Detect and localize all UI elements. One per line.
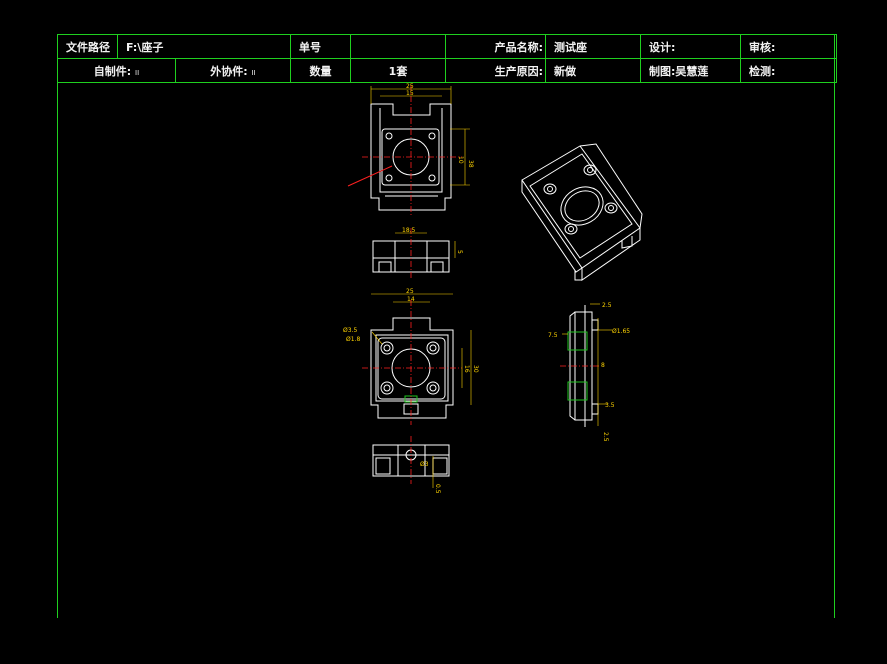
inhouse-part: 自制件: II	[57, 58, 176, 83]
bottom-front-outline	[372, 444, 450, 477]
drafter-label: 制图:	[649, 64, 676, 78]
side-view-dim-top: 2.5	[602, 302, 612, 309]
top-view-hole-br	[428, 174, 436, 182]
bottom-view-hole-br-inner	[429, 384, 437, 392]
inhouse-part-value: II	[135, 68, 140, 77]
center-lines	[362, 85, 600, 484]
top-view-hole-bl	[385, 174, 393, 182]
side-view-lip	[569, 311, 576, 421]
side-view-dim-hole: Ø1.65	[612, 328, 630, 335]
iso-hole-1-inner	[547, 186, 553, 192]
bottom-view-outline	[370, 317, 454, 419]
side-view-dim-bottom: 2.5	[602, 432, 609, 442]
bottom-view-pocket	[377, 337, 446, 400]
dimension-lines	[370, 86, 612, 488]
bottom-view-hole-tr	[426, 341, 440, 355]
bottom-view-dim-14: 14	[407, 296, 415, 303]
iso-hole-2	[583, 164, 597, 176]
inspection-label: 检测:	[740, 58, 837, 83]
iso-front-face	[581, 228, 641, 281]
iso-hole-1	[543, 183, 557, 195]
top-view-dim-38: 38	[467, 160, 474, 168]
dimension-labels: 25 15 38 10 18.5 5 25 14 Ø3.5 Ø1.8 30 16…	[343, 83, 630, 494]
top-view-dim-10: 10	[457, 156, 464, 164]
bottom-view-hole-bl-inner	[383, 384, 391, 392]
iso-hole-2-inner	[587, 167, 593, 173]
bottom-view-hole-br	[426, 381, 440, 395]
drafter: 制图:吴慧莲	[640, 58, 741, 83]
order-number-value	[350, 34, 446, 59]
iso-center-bore	[560, 186, 604, 226]
bottom-front-foot-left	[375, 457, 391, 475]
side-view-dim-left: 7.5	[548, 332, 558, 339]
quantity-value: 1套	[350, 58, 446, 83]
bottom-front-dim-height: 0.5	[434, 484, 441, 494]
designer-label: 设计:	[640, 34, 741, 59]
iso-top-face	[521, 145, 641, 269]
side-hidden-lower	[567, 381, 588, 401]
outsourced-part: 外协件: II	[175, 58, 291, 83]
isometric-view	[521, 143, 643, 281]
top-view-hole-tr	[428, 132, 436, 140]
leader-line	[347, 165, 393, 187]
bottom-view-hole-tl	[380, 341, 394, 355]
bottom-view-dim-30: 30	[472, 365, 479, 373]
bottom-view-hole-tl-inner	[383, 344, 391, 352]
iso-hole-3	[564, 223, 578, 235]
bottom-view-hole-bl	[380, 381, 394, 395]
file-path-value: F:\座子	[117, 34, 291, 59]
side-view-tab-bottom	[591, 403, 599, 415]
side-hidden-upper	[567, 331, 588, 351]
iso-hole-3-inner	[568, 226, 574, 232]
bottom-view-dim-25: 25	[406, 288, 414, 295]
side-view-tab-top	[591, 319, 599, 331]
iso-foot-right	[621, 236, 633, 249]
bottom-view-dim-hole: Ø3.5	[343, 327, 357, 334]
outsourced-part-value: II	[251, 68, 256, 77]
bottom-view-hole-tr-inner	[429, 344, 437, 352]
title-row-1: 文件路径 F:\座子 单号 产品名称: 测试座 设计: 审核:	[57, 34, 837, 59]
iso-top-inner	[529, 153, 633, 259]
front-view-foot-right	[430, 261, 444, 273]
side-view-dim-lower: 3.5	[605, 402, 615, 409]
iso-hole-4-inner	[608, 205, 614, 211]
product-name-label: 产品名称:	[445, 34, 546, 59]
top-view-dim-15: 15	[406, 90, 414, 97]
file-path-label: 文件路径	[57, 34, 118, 59]
bottom-view-dim-16: 16	[463, 365, 470, 373]
title-block: 文件路径 F:\座子 单号 产品名称: 测试座 设计: 审核: 自制件: II …	[57, 34, 837, 83]
production-reason-value: 新做	[545, 58, 641, 83]
front-view	[372, 240, 450, 273]
bottom-front-foot-right	[432, 457, 448, 475]
front-view-dim-5: 5	[456, 250, 463, 254]
production-reason-label: 生产原因:	[445, 58, 546, 83]
iso-center-bore-inner	[564, 190, 600, 222]
side-view-outline	[574, 311, 593, 421]
bottom-view-dim-hole-small: Ø1.8	[346, 336, 360, 343]
title-row-2: 自制件: II 外协件: II 数量 1套 生产原因: 新做 制图:吴慧莲 检测…	[57, 58, 837, 83]
front-view-foot-left	[378, 261, 392, 273]
iso-right-wall	[579, 143, 643, 229]
outsourced-part-label: 外协件:	[210, 64, 248, 78]
front-view-outline	[372, 240, 450, 273]
side-view-dim-mid: 8	[601, 362, 605, 369]
top-view-hole-tl	[385, 132, 393, 140]
iso-foot-left	[574, 270, 582, 281]
iso-left-face	[521, 180, 583, 273]
iso-hole-4	[604, 202, 618, 214]
reviewer-label: 审核:	[740, 34, 837, 59]
inhouse-part-label: 自制件:	[93, 64, 132, 78]
top-view-outline	[370, 103, 452, 211]
front-view-dim-18-5: 18.5	[402, 227, 416, 234]
drafter-name: 吴慧莲	[675, 64, 709, 78]
quantity-label: 数量	[290, 58, 351, 83]
top-view-dim-25: 25	[406, 83, 414, 90]
bottom-front-dim-dia: Ø3	[420, 461, 429, 468]
bottom-view-inner	[375, 334, 449, 402]
